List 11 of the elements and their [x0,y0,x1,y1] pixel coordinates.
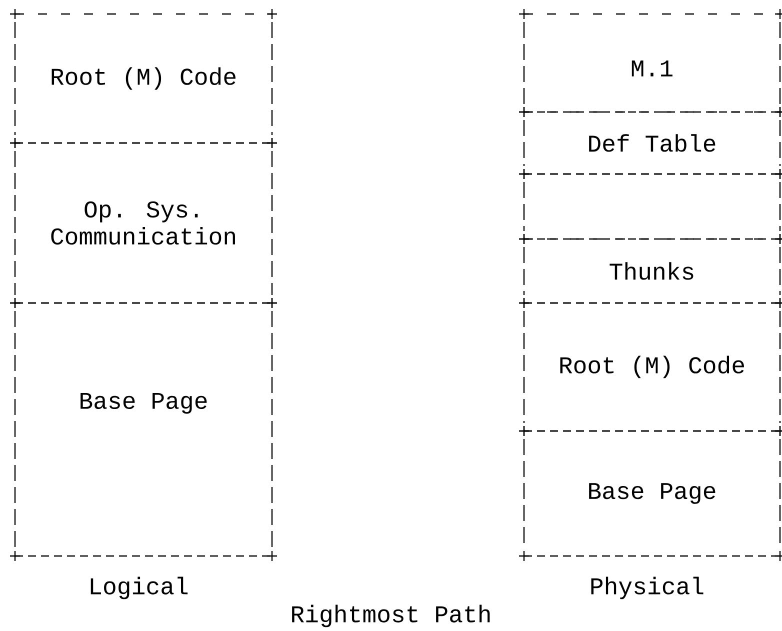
caption: Rightmost Path [292,604,490,628]
memory-block: Op. Sys. Communication [9,137,278,309]
column-label: Physical [591,576,704,600]
memory-block: Thunks [518,233,782,309]
memory-block: Root (M) Code [518,297,782,437]
memory-block: Root (M) Code [9,8,278,149]
column-label: Logical [90,576,188,600]
memory-block: Base Page [518,425,782,562]
memory-block: M.1 [518,8,782,118]
memory-block: Def Table [518,106,782,180]
memory-block: Base Page [9,297,278,562]
